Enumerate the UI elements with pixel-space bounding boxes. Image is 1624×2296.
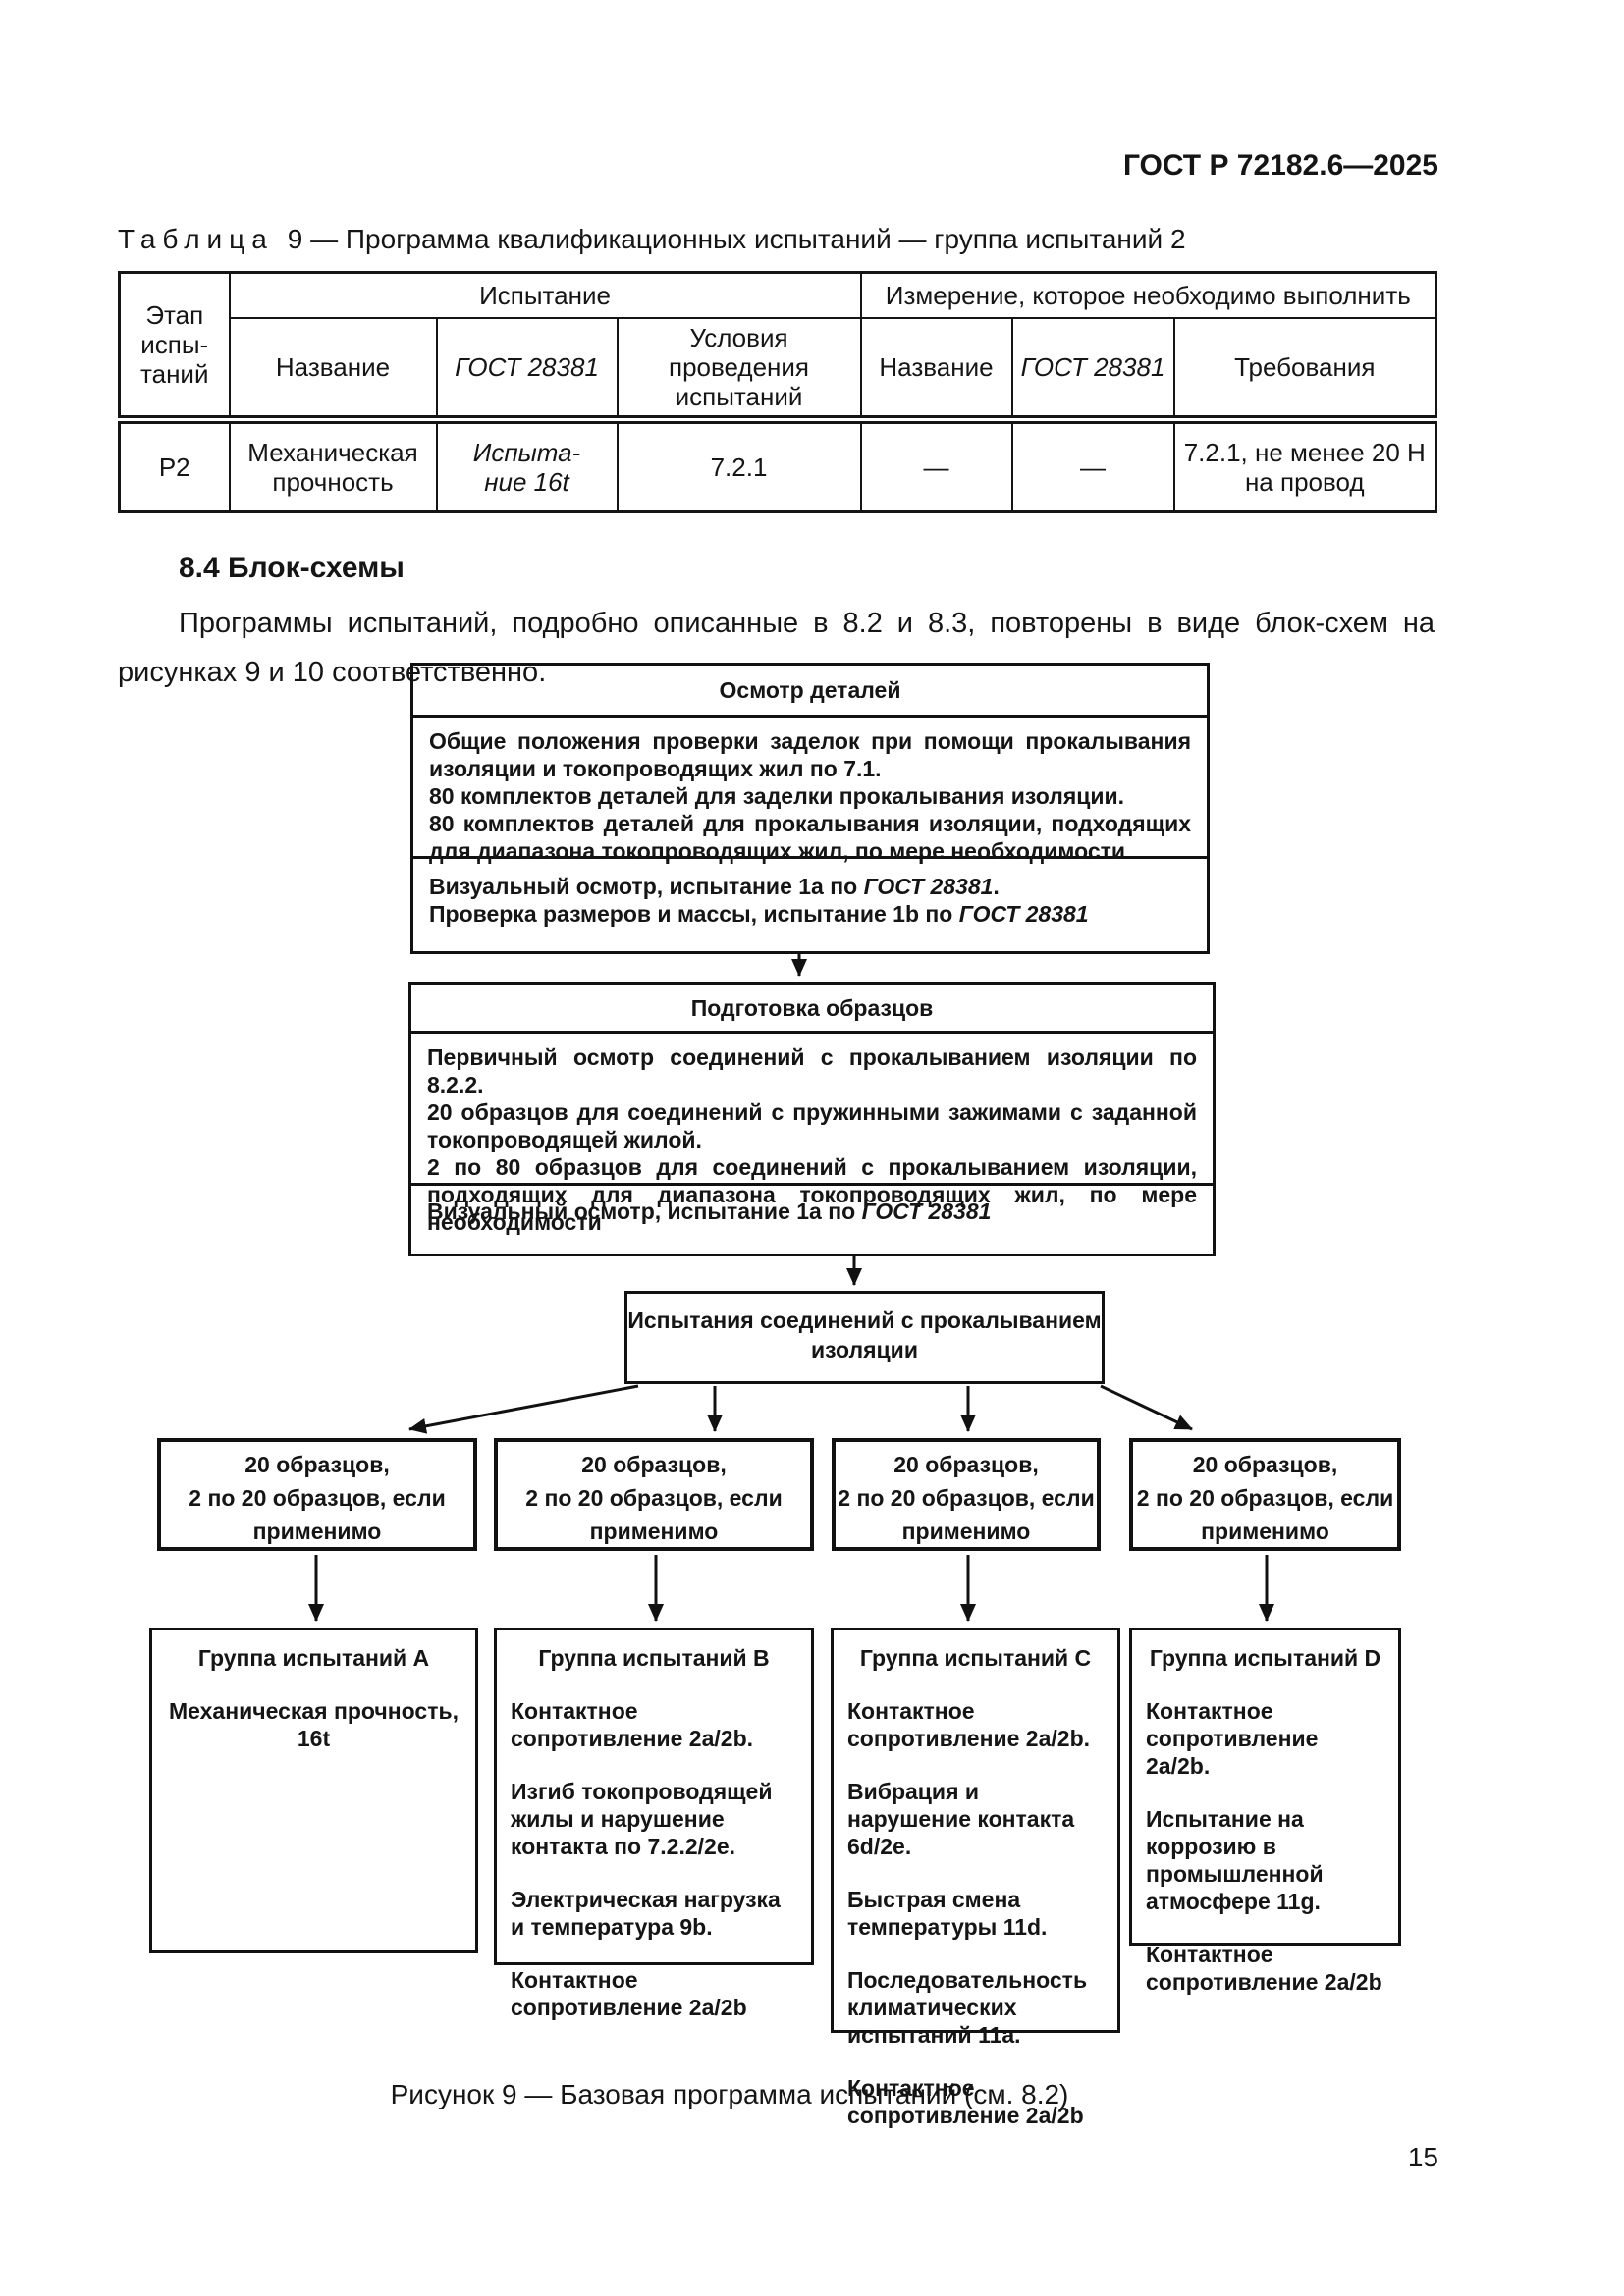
flowchart-branch-samples-1: 20 образцов, 2 по 20 образцов, если прим… [157,1438,477,1551]
cell-test-gost: Испыта- ние 16t [435,414,619,512]
doc-header: ГОСТ Р 72182.6—2025 [1122,149,1438,182]
flowchart-box-preparation: Подготовка образцов Первичный осмотр сое… [408,982,1216,1256]
figure-caption: Рисунок 9 — Базовая программа испытаний … [390,2079,1069,2109]
flowchart-box-inspection-title: Осмотр деталей [413,666,1207,718]
preparation-body-line-3: 2 по 80 образцов для соединений с прокал… [427,1154,1197,1235]
group-c-title: Группа испытаний C [859,1645,1092,1671]
inspection-test-2-text: Проверка размеров и массы, испытание 1b … [429,901,959,927]
group-d-item-1: Контактное сопротивление 2a/2b. [1146,1698,1319,1779]
flowchart-group-b: Группа испытаний B Контактное сопротивле… [494,1628,814,2020]
preparation-test-1-text: Визуальный осмотр, испытание 1a по [427,1199,862,1224]
group-c-item-3: Быстрая смена температуры 11d. [847,1887,1048,1940]
inspection-body-line-2: 80 комплектов деталей для заделки прокал… [429,783,1125,809]
flowchart-group-a: Группа испытаний A Механическая прочност… [149,1628,478,1953]
qualification-test-table: Этап испы- таний Испытание Измерение, ко… [118,271,1438,513]
group-d-title: Группа испытаний D [1149,1645,1381,1671]
table-subheader-name2: Название [859,316,1013,420]
flowchart-box-preparation-tests: Визуальный осмотр, испытание 1a по ГОСТ … [411,1186,1213,1235]
group-d-item-3: Контактное сопротивление 2a/2b [1146,1942,1382,1995]
flowchart-branch-samples-4: 20 образцов, 2 по 20 образцов, если прим… [1129,1438,1401,1551]
inspection-body-line-1: Общие положения проверки заделок при пом… [429,728,1191,781]
group-a-item-1: Механическая прочность, 16t [168,1698,459,1751]
flowchart-box-preparation-body: Первичный осмотр соединений с прокалыван… [411,1034,1213,1235]
inspection-test-1-gost: ГОСТ 28381 [863,874,994,899]
flowchart-box-preparation-title: Подготовка образцов [411,985,1213,1034]
cell-test-conditions: 7.2.1 [616,414,862,512]
cell-measure-name: — [859,414,1013,512]
body-paragraph: Программы испытаний, подробно описанные … [118,608,1435,688]
group-b-item-4: Контактное сопротивление 2a/2b [511,1967,747,2020]
inspection-test-line-1: Визуальный осмотр, испытание 1a по ГОСТ … [429,873,1191,900]
table-header-group-measure: Измерение, которое необходимо выполнить [859,271,1437,319]
table-caption: Таблица 9 — Программа квалификационных ис… [118,224,1438,255]
cell-measure-gost: — [1010,414,1175,512]
flowchart-branch-samples-3: 20 образцов, 2 по 20 образцов, если прим… [832,1438,1101,1551]
arrow-diagonal-left-icon [408,1384,639,1434]
inspection-test-1-period: . [993,874,1000,899]
inspection-test-1-text: Визуальный осмотр, испытание 1a по [429,874,864,899]
group-c-item-1: Контактное сопротивление 2a/2b. [847,1698,1091,1751]
group-c-item-2: Вибрация и нарушение контакта 6d/2e. [847,1779,1075,1859]
group-b-title: Группа испытаний B [538,1645,770,1671]
table-header-stage: Этап испы- таний [118,271,231,420]
preparation-body-line-2: 20 образцов для соединений с пружинными … [427,1099,1197,1152]
group-c-item-5: Контактное сопротивление 2a/2b [847,2075,1084,2128]
group-b-item-1: Контактное сопротивление 2a/2b. [511,1698,754,1751]
table-subheader-requirements: Требования [1172,316,1437,420]
section-heading: 8.4 Блок-схемы [179,552,405,584]
table-subheader-name1: Название [228,316,438,420]
arrow-diagonal-right-icon [1100,1384,1193,1431]
preparation-body-line-1: Первичный осмотр соединений с прокалыван… [427,1044,1197,1097]
table-caption-label: Таблица [118,224,274,254]
group-d-item-2: Испытание на коррозию в промышленной атм… [1146,1806,1324,1914]
flowchart-group-d: Группа испытаний D Контактное сопротивле… [1129,1628,1401,1995]
page-number: 15 [1407,2142,1438,2172]
table-subheader-gost2: ГОСТ 28381 [1010,316,1175,420]
table-header-group-test: Испытание [228,271,862,319]
table-row: Р2 Механическая прочность Испыта- ние 16… [118,414,1437,512]
cell-test-name: Механическая прочность [228,414,438,512]
group-c-item-4: Последовательность климатических испытан… [847,1967,1088,2048]
inspection-test-2-gost: ГОСТ 28381 [958,901,1089,927]
flowchart-group-c: Группа испытаний C Контактное сопротивле… [831,1628,1120,2128]
cell-requirements: 7.2.1, не менее 20 Н на провод [1172,414,1437,512]
flowchart-branch-samples-2: 20 образцов, 2 по 20 образцов, если прим… [494,1438,814,1551]
group-b-item-3: Электрическая нагрузка и температура 9b. [511,1887,781,1940]
table-caption-text: 9 — Программа квалификационных испытаний… [287,224,1186,254]
flowchart-box-tests: Испытания соединений с прокалыванием изо… [624,1291,1105,1384]
inspection-body-line-3: 80 комплектов деталей для прокалывания и… [429,811,1191,864]
flowchart-box-inspection-body: Общие положения проверки заделок при пом… [413,718,1207,864]
cell-stage: Р2 [118,414,231,512]
group-b-item-2: Изгиб токопроводящей жилы и нарушение ко… [511,1779,773,1859]
flowchart-box-inspection-tests: Визуальный осмотр, испытание 1a по ГОСТ … [413,859,1207,937]
group-a-title: Группа испытаний A [197,1645,430,1671]
inspection-test-line-2: Проверка размеров и массы, испытание 1b … [429,900,1191,928]
preparation-test-1-gost: ГОСТ 28381 [861,1199,992,1224]
preparation-test-line-1: Визуальный осмотр, испытание 1a по ГОСТ … [427,1198,1197,1225]
flowchart-box-inspection: Осмотр деталей Общие положения проверки … [410,663,1210,954]
table-subheader-conditions: Условия проведения испытаний [616,316,862,420]
table-subheader-gost1: ГОСТ 28381 [435,316,619,420]
